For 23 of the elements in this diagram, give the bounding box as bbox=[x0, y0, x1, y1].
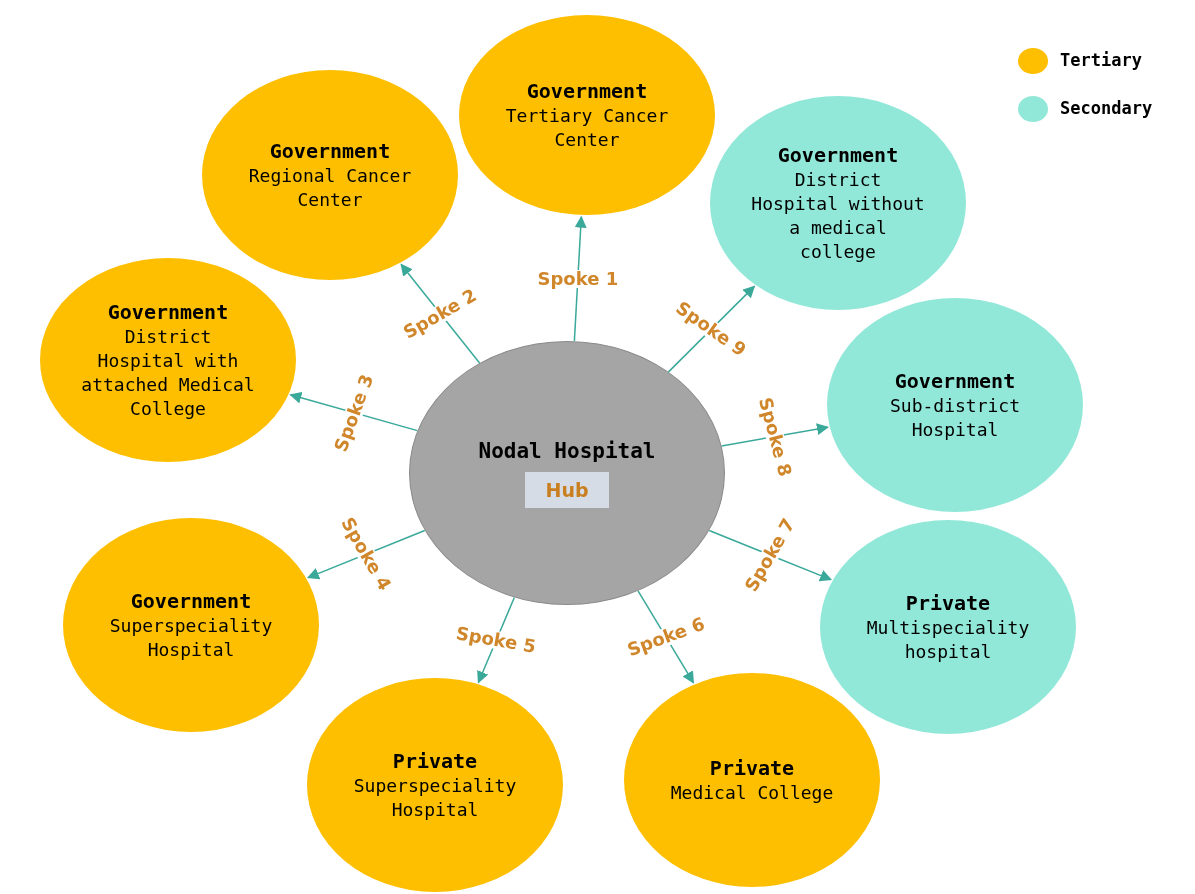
hub-tag: Hub bbox=[525, 471, 609, 509]
node-text: Regional Cancer Center bbox=[247, 163, 413, 212]
arrow bbox=[667, 285, 756, 373]
node-text: Superspeciality Hospital bbox=[108, 613, 274, 662]
node-text: Multispeciality hospital bbox=[865, 615, 1031, 664]
node-text: Sub-district Hospital bbox=[888, 393, 1021, 442]
node-heading: Government bbox=[526, 78, 648, 104]
node-heading: Government bbox=[894, 368, 1016, 394]
node-text: Tertiary Cancer Center bbox=[504, 103, 670, 152]
node-text: Medical College bbox=[670, 780, 834, 805]
node-text: Superspeciality Hospital bbox=[352, 773, 518, 822]
node-heading: Private bbox=[709, 755, 795, 781]
legend-label: Tertiary bbox=[1060, 49, 1142, 73]
legend-label: Secondary bbox=[1060, 97, 1153, 121]
node-heading: Government bbox=[777, 142, 899, 168]
node-text: District Hospital with attached Medical College bbox=[80, 324, 256, 421]
node-heading: Government bbox=[269, 138, 391, 164]
node-heading: Government bbox=[107, 299, 229, 325]
node-heading: Private bbox=[905, 590, 991, 616]
node-text: District Hospital without a medical college bbox=[750, 167, 926, 264]
node-heading: Government bbox=[130, 588, 252, 614]
node-heading: Private bbox=[392, 748, 478, 774]
node-heading: Nodal Hospital bbox=[478, 437, 656, 464]
